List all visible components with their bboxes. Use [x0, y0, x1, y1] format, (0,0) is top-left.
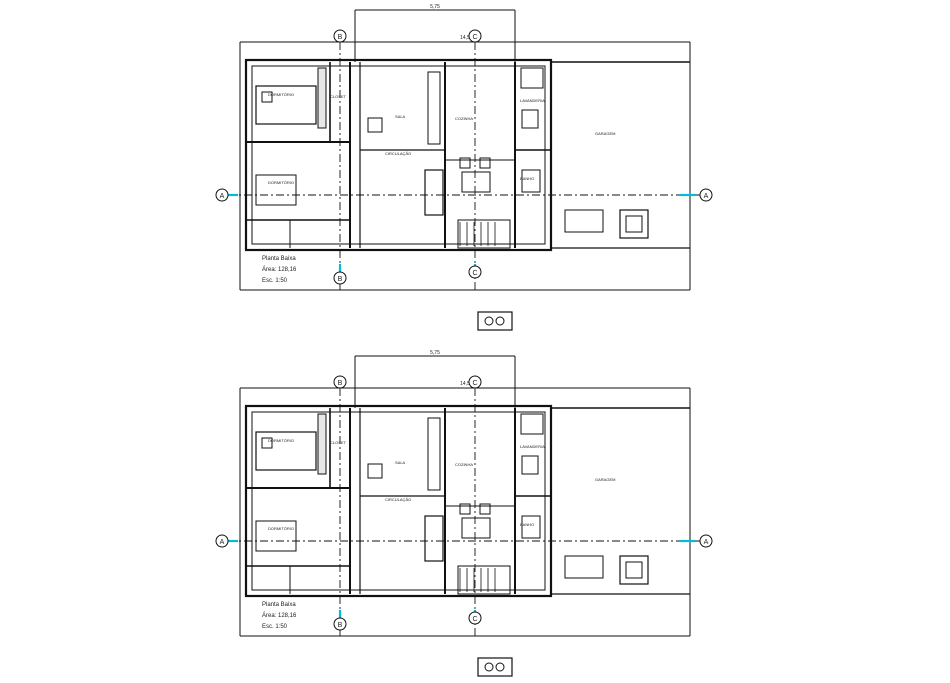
- shower-icon: [521, 169, 541, 193]
- chair-icon: [479, 157, 491, 169]
- sofa-icon: [424, 169, 444, 216]
- room-label: LAVANDERIA: [520, 444, 545, 449]
- axis-bubble: [215, 188, 229, 202]
- room-label: CIRCULAÇÃO: [385, 151, 411, 156]
- axis-label: C: [472, 616, 477, 623]
- overall-dimension: 14,5: [460, 35, 470, 41]
- axis-label: B: [338, 380, 343, 387]
- tank-inner-icon: [625, 561, 643, 579]
- sink-icon: [520, 413, 544, 435]
- overall-dimension: 14,5: [460, 381, 470, 387]
- toilet-icon: [521, 109, 539, 129]
- top-dimension: 5,75: [430, 4, 440, 10]
- axis-label: C: [472, 380, 477, 387]
- axis-label: A: [220, 539, 225, 546]
- toilet-icon: [521, 455, 539, 475]
- house-inner-outline: [251, 65, 546, 245]
- plan-title: Planta Baixa: [262, 602, 296, 608]
- tank-icon: [619, 555, 649, 585]
- axis-label: A: [704, 539, 709, 546]
- house-outline: [244, 58, 553, 252]
- room-label: DORMITÓRIO: [268, 180, 294, 185]
- chair-icon: [459, 503, 471, 515]
- axis-bubble: [333, 375, 347, 389]
- closet-strip: [317, 67, 327, 129]
- kitchen-counter: [427, 417, 441, 491]
- room-label: SALA: [395, 460, 406, 465]
- room-label: GARAGEM: [595, 477, 615, 482]
- chair-icon: [459, 157, 471, 169]
- washer-icon: [564, 555, 604, 579]
- stair-outline: [457, 219, 511, 249]
- room-label: LAVANDERIA: [520, 98, 545, 103]
- shower-icon: [521, 515, 541, 539]
- axis-label: A: [220, 193, 225, 200]
- room-label: BANHO: [520, 176, 534, 181]
- detail-circle: [484, 662, 494, 672]
- bed-icon: [255, 174, 297, 206]
- axis-bubble: [699, 188, 713, 202]
- closet-strip: [317, 413, 327, 475]
- room-label: COZINHA: [455, 116, 473, 121]
- axis-label: A: [704, 193, 709, 200]
- plan-area: Área: 128,16: [262, 266, 297, 273]
- room-label: DORMITÓRIO: [268, 438, 294, 443]
- detail-circle: [495, 316, 505, 326]
- detail-box: [477, 311, 513, 331]
- room-label: GARAGEM: [595, 131, 615, 136]
- room-label: DORMITÓRIO: [268, 92, 294, 97]
- plan-area: Área: 128,16: [262, 612, 297, 619]
- table-icon: [461, 171, 491, 193]
- kitchen-counter: [427, 71, 441, 145]
- floor-plan-1: 14,5 5,75B C A A B C DORMITÓRIO DORMITÓRIO CLOSET…: [215, 4, 713, 331]
- stove-icon: [367, 117, 383, 133]
- axis-label: B: [338, 34, 343, 41]
- axis-bubble: [333, 271, 347, 285]
- room-label: SALA: [395, 114, 406, 119]
- axis-label: B: [338, 622, 343, 629]
- room-label: DORMITÓRIO: [268, 526, 294, 531]
- axis-bubble: [333, 617, 347, 631]
- axis-label: C: [472, 270, 477, 277]
- axis-bubble: [468, 29, 482, 43]
- table-icon: [461, 517, 491, 539]
- axis-label: B: [338, 276, 343, 283]
- stove-icon: [367, 463, 383, 479]
- chair-icon: [479, 503, 491, 515]
- washer-icon: [564, 209, 604, 233]
- top-dimension: 5,75: [430, 350, 440, 356]
- axis-bubble: [333, 29, 347, 43]
- detail-circle: [495, 662, 505, 672]
- room-label: CIRCULAÇÃO: [385, 497, 411, 502]
- room-label: CLOSET: [330, 94, 347, 99]
- plan-scale: Esc. 1:50: [262, 278, 288, 284]
- axis-bubble: [468, 265, 482, 279]
- sink-icon: [520, 67, 544, 89]
- room-label: BANHO: [520, 522, 534, 527]
- plan-title: Planta Baixa: [262, 256, 296, 262]
- detail-box: [477, 657, 513, 677]
- bed-icon: [255, 85, 317, 125]
- pillow-icon: [261, 91, 273, 103]
- house-inner-outline: [251, 411, 546, 591]
- bed-icon: [255, 431, 317, 471]
- sofa-icon: [424, 515, 444, 562]
- axis-bubble: [468, 611, 482, 625]
- house-outline: [244, 404, 553, 598]
- plan-scale: Esc. 1:50: [262, 624, 288, 630]
- room-label: CLOSET: [330, 440, 347, 445]
- detail-circle: [484, 316, 494, 326]
- tank-inner-icon: [625, 215, 643, 233]
- axis-bubble: [699, 534, 713, 548]
- pillow-icon: [261, 437, 273, 449]
- axis-bubble: [215, 534, 229, 548]
- tank-icon: [619, 209, 649, 239]
- room-label: COZINHA: [455, 462, 473, 467]
- bed-icon: [255, 520, 297, 552]
- floor-plan-2: 14,5 5,75B C A A B C DORMITÓRIO DORMITÓRIO CLOSET…: [215, 350, 713, 677]
- axis-label: C: [472, 34, 477, 41]
- axis-bubble: [468, 375, 482, 389]
- stair-outline: [457, 565, 511, 595]
